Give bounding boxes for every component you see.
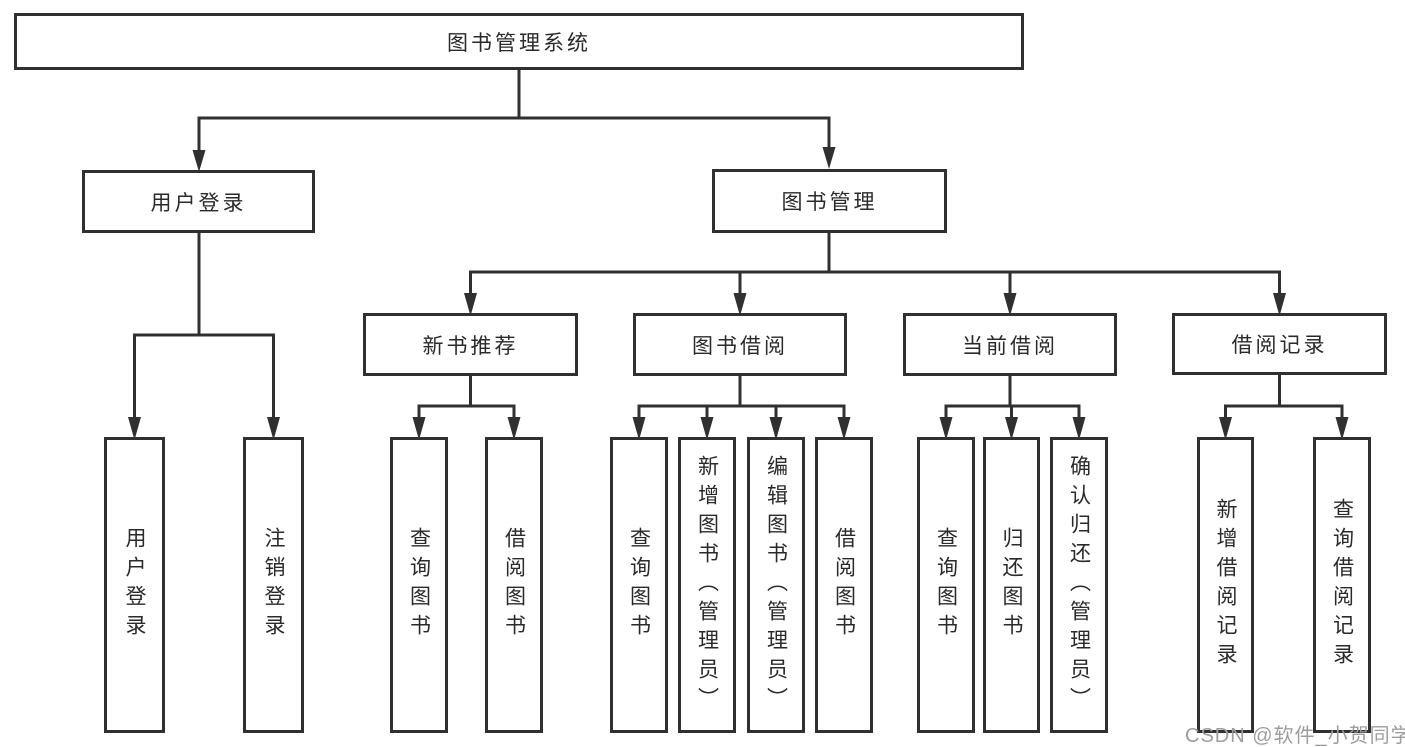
node-book-management: 图书管理 <box>712 169 947 233</box>
node-current-borrowing: 当前借阅 <box>903 313 1117 376</box>
node-label: 当前借阅 <box>962 334 1058 358</box>
leaf-label: 查询图书 <box>407 527 431 643</box>
leaf-logout: 注销登录 <box>243 437 304 733</box>
leaf-label: 借阅图书 <box>832 527 856 643</box>
leaf-label: 查询借阅记录 <box>1330 498 1354 672</box>
leaf-label: 借阅图书 <box>502 527 526 643</box>
leaf-label: 新增借阅记录 <box>1214 498 1237 672</box>
node-borrow-records: 借阅记录 <box>1172 313 1387 375</box>
node-label: 借阅记录 <box>1231 334 1328 357</box>
leaf-label: 归还图书 <box>1000 527 1023 643</box>
leaf-label: 查询图书 <box>934 527 958 643</box>
leaf-add-borrow-record: 新增借阅记录 <box>1197 437 1254 733</box>
leaf-add-books-admin: 新增图书（管理员） <box>678 437 736 733</box>
leaf-edit-books-admin: 编辑图书（管理员） <box>747 437 805 733</box>
leaf-label: 注销登录 <box>262 527 285 643</box>
node-book-borrowing: 图书借阅 <box>633 313 847 376</box>
leaf-query-books-2: 查询图书 <box>610 437 668 733</box>
leaf-user-login: 用户登录 <box>104 437 165 733</box>
leaf-query-books-3: 查询图书 <box>917 437 975 733</box>
node-label: 图书借阅 <box>692 334 788 358</box>
leaf-query-borrow-record: 查询借阅记录 <box>1313 437 1371 733</box>
leaf-label: 查询图书 <box>627 527 651 643</box>
leaf-label: 编辑图书（管理员） <box>764 454 788 716</box>
leaf-borrow-books: 借阅图书 <box>485 437 543 733</box>
node-user-login: 用户登录 <box>82 170 315 233</box>
node-label: 新书推荐 <box>422 334 519 358</box>
node-label: 图书管理系统 <box>447 31 591 55</box>
csdn-watermark: CSDN @软件_小贺同学 <box>1185 725 1405 747</box>
leaf-return-books: 归还图书 <box>983 437 1040 733</box>
leaf-query-books: 查询图书 <box>390 437 448 733</box>
leaf-borrow-books-2: 借阅图书 <box>815 437 873 733</box>
node-library-system: 图书管理系统 <box>14 13 1024 70</box>
node-new-book-recommend: 新书推荐 <box>363 313 578 376</box>
leaf-confirm-return-admin: 确认归还（管理员） <box>1050 437 1108 733</box>
node-label: 用户登录 <box>150 191 247 215</box>
leaf-label: 用户登录 <box>123 527 146 643</box>
leaf-label: 确认归还（管理员） <box>1067 454 1091 716</box>
node-label: 图书管理 <box>781 191 878 214</box>
leaf-label: 新增图书（管理员） <box>695 454 719 716</box>
